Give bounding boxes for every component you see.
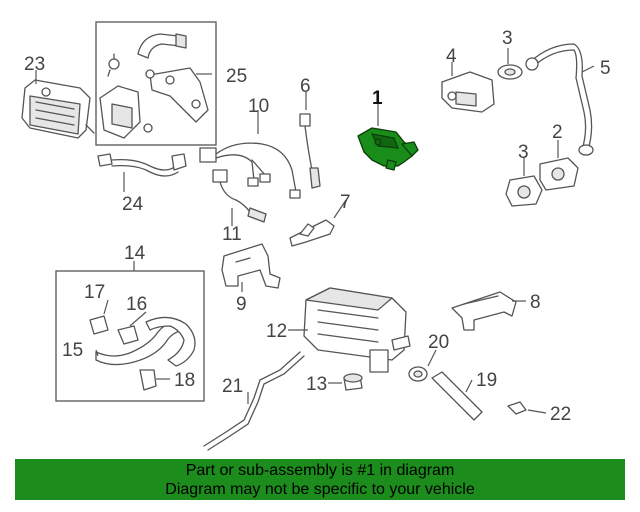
part-7-bracket[interactable] — [289, 219, 335, 247]
part-23-module[interactable] — [21, 79, 95, 139]
part-13-grommet[interactable] — [343, 373, 363, 391]
callout-9: 9 — [236, 294, 247, 315]
callout-22: 22 — [550, 404, 571, 425]
callout-13: 13 — [306, 374, 327, 395]
part-8-bracket[interactable] — [451, 291, 517, 331]
group-box-25 — [95, 21, 217, 146]
callout-3-lower: 3 — [518, 142, 529, 163]
part-22-clip[interactable] — [507, 401, 527, 415]
callout-25: 25 — [226, 66, 247, 87]
callout-1: 1 — [372, 88, 383, 109]
callout-2: 2 — [552, 122, 563, 143]
info-banner: Part or sub-assembly is #1 in diagram Di… — [15, 459, 625, 500]
parts-diagram: 1 2 3 3 4 5 6 7 8 9 10 11 12 13 14 15 16… — [21, 21, 611, 451]
callout-19: 19 — [476, 370, 497, 391]
callout-24: 24 — [122, 194, 144, 215]
callout-23: 23 — [24, 54, 45, 75]
part-5-pipe[interactable] — [525, 43, 594, 156]
callout-20: 20 — [428, 332, 449, 353]
part-11-sensor[interactable] — [212, 169, 267, 223]
part-25-valve-assembly[interactable] — [99, 33, 209, 139]
callout-17: 17 — [84, 282, 105, 303]
callout-21: 21 — [222, 376, 243, 397]
part-15-hose[interactable] — [95, 316, 196, 367]
part-17-fitting[interactable] — [89, 315, 109, 335]
part-20-clamp[interactable] — [408, 366, 428, 382]
part-16-fitting[interactable] — [117, 325, 139, 345]
callout-15: 15 — [62, 340, 83, 361]
callout-14: 14 — [124, 243, 146, 264]
leader-lines — [35, 48, 595, 414]
group-box-14 — [55, 270, 205, 402]
callout-18: 18 — [174, 370, 195, 391]
callout-8: 8 — [530, 292, 541, 313]
part-2-flange[interactable] — [539, 157, 579, 191]
part-4-pump[interactable] — [441, 71, 495, 113]
part-9-bracket[interactable] — [221, 243, 281, 289]
callout-7: 7 — [340, 192, 351, 213]
callout-3-top: 3 — [502, 28, 513, 49]
banner-line-2: Diagram may not be specific to your vehi… — [165, 481, 475, 498]
callout-6: 6 — [300, 76, 311, 97]
callout-11: 11 — [222, 224, 242, 245]
part-3-gasket-lower[interactable] — [505, 175, 543, 207]
callout-4: 4 — [446, 46, 457, 67]
callout-12: 12 — [266, 321, 287, 342]
part-18-clamp[interactable] — [139, 369, 157, 391]
callout-16: 16 — [126, 294, 147, 315]
part-21-tube[interactable] — [203, 351, 305, 451]
part-10-wiring-harness[interactable] — [199, 142, 301, 199]
part-1-purge-valve[interactable] — [357, 127, 419, 171]
callout-5: 5 — [600, 58, 611, 79]
part-19-hose[interactable] — [431, 371, 483, 421]
part-12-canister[interactable] — [303, 287, 411, 373]
banner-line-1: Part or sub-assembly is #1 in diagram — [185, 462, 455, 479]
part-6-sensor[interactable] — [299, 113, 321, 189]
part-24-hose[interactable] — [97, 153, 187, 177]
part-3-gasket-top[interactable] — [497, 64, 523, 80]
callout-10: 10 — [248, 96, 269, 117]
